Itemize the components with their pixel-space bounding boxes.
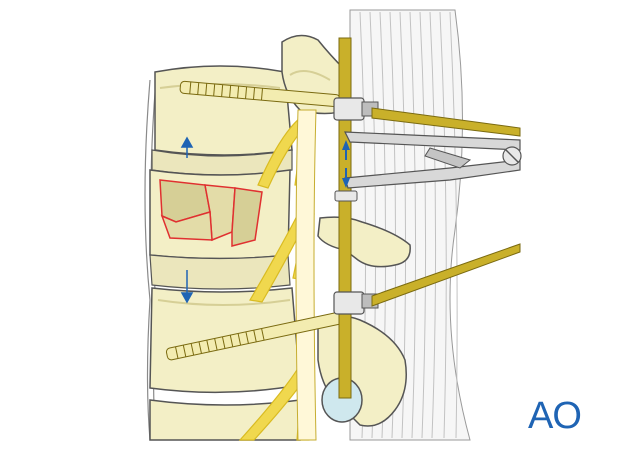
lower-disc — [149, 254, 291, 290]
height-restoration-arrows — [180, 136, 194, 304]
longitudinal-rod — [338, 37, 352, 399]
ao-logo: AO — [528, 395, 582, 437]
rod-distraction-arrows — [342, 140, 350, 188]
rod-clamp — [334, 190, 358, 202]
distraction-rods — [371, 107, 521, 307]
distraction-forceps — [344, 131, 522, 189]
thecal-sac — [295, 109, 317, 441]
upper-vertebral-body — [154, 65, 293, 156]
